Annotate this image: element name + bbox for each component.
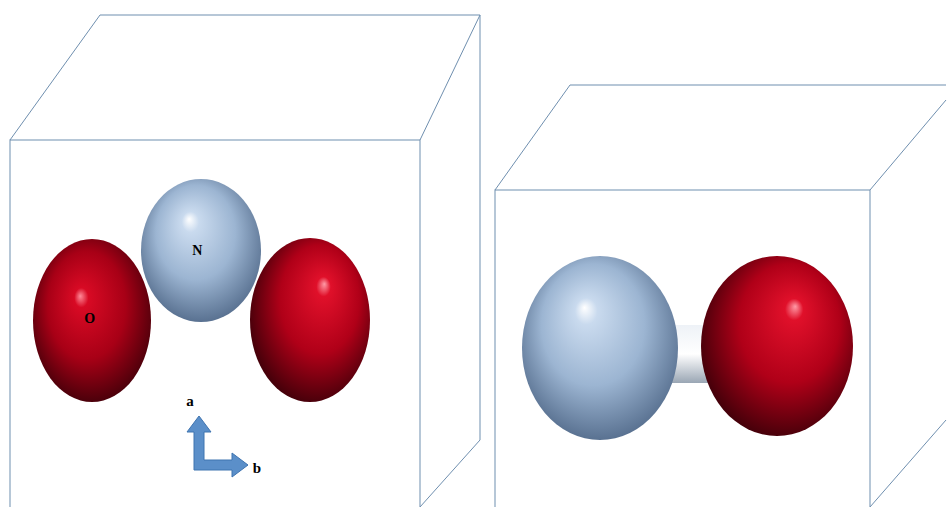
unit-cell [10,15,480,507]
oxygen-atom: O [32,238,152,403]
nitrogen-atom [522,256,678,440]
oxygen-atom [701,256,853,436]
axis-arrows [187,416,248,477]
oxygen-atom [250,238,370,402]
axis-label: a [186,394,194,409]
axis-arrow [187,416,248,477]
atom-symbol: N [192,244,202,258]
cell-edges [495,85,946,507]
cell-front-face [10,140,420,507]
nitrogen-atom: N [140,178,262,323]
atom-sphere [33,239,151,402]
atom-symbol: O [84,312,95,326]
cell-edges [10,15,480,507]
cell-front-face [495,190,870,507]
atom-sphere [141,179,261,322]
unit-cell [495,85,946,507]
axis-label: b [253,461,261,476]
